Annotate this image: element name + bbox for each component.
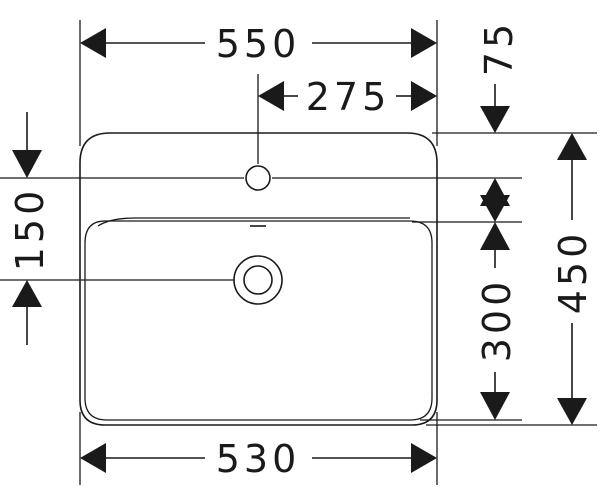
- dim-75-label: 75: [477, 20, 521, 76]
- dim-300-label: 300: [475, 278, 519, 363]
- basin-outline: [79, 132, 438, 426]
- dim-150-label: 150: [8, 187, 52, 272]
- dim-275-label: 275: [306, 75, 391, 119]
- dimension-300: 300: [475, 178, 519, 420]
- tap-hole: [245, 165, 271, 191]
- dimension-450: 450: [551, 133, 595, 425]
- dim-450-label: 450: [551, 230, 595, 315]
- outer-rim: [79, 132, 438, 426]
- dim-530-label: 530: [216, 437, 301, 481]
- dim-550-label: 550: [216, 22, 301, 66]
- drain-outer: [233, 255, 283, 305]
- inner-bowl: [84, 220, 433, 421]
- dimension-530: 530: [80, 437, 437, 481]
- dimension-75: 75: [477, 20, 521, 133]
- drain-inner: [243, 265, 273, 295]
- extension-lines: [0, 20, 597, 485]
- dimension-550: 550: [80, 22, 437, 66]
- shelf-line: [97, 217, 410, 227]
- dimension-275: 275: [258, 75, 437, 119]
- dimension-150: 150: [8, 112, 52, 345]
